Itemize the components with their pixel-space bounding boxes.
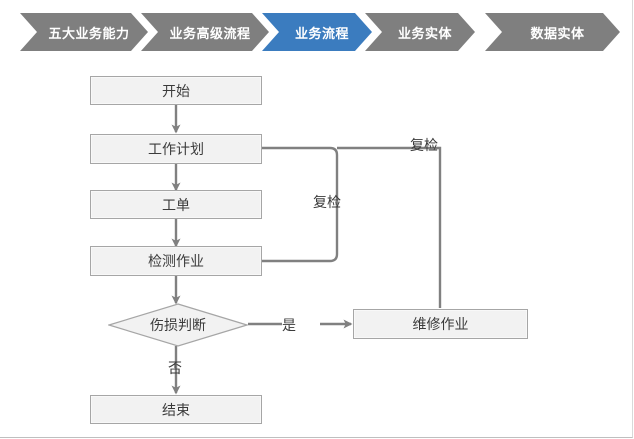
breadcrumb-item-1[interactable]: 业务高级流程 <box>141 13 269 51</box>
breadcrumb-item-label: 业务高级流程 <box>169 26 251 42</box>
breadcrumb-item-label: 五大业务能力 <box>48 26 130 42</box>
edge-label-recheck-outer: 复检 <box>410 138 438 154</box>
breadcrumb-item-label: 业务实体 <box>397 26 452 42</box>
node-label: 工作计划 <box>148 142 204 158</box>
node-label: 伤损判断 <box>150 318 206 334</box>
node-workorder[interactable]: 工单 <box>90 190 262 219</box>
node-start[interactable]: 开始 <box>90 76 262 105</box>
node-label: 结束 <box>162 402 190 419</box>
edge-recheck-inner <box>183 143 339 263</box>
node-label: 工单 <box>162 197 190 214</box>
breadcrumb-item-label: 业务流程 <box>294 26 349 42</box>
edge-recheck-outer <box>337 146 442 308</box>
breadcrumb-item-3[interactable]: 业务实体 <box>365 13 475 51</box>
node-label: 检测作业 <box>148 254 204 270</box>
node-decision[interactable]: 伤损判断 <box>108 303 248 347</box>
edge-label-yes: 是 <box>282 318 296 334</box>
breadcrumb-item-label: 数据实体 <box>530 26 585 42</box>
edge-label-recheck-inner: 复检 <box>313 195 341 211</box>
breadcrumb-item-0[interactable]: 五大业务能力 <box>20 13 148 51</box>
node-inspect[interactable]: 检测作业 <box>90 246 262 276</box>
node-label: 开始 <box>162 83 190 100</box>
edge-label-no: 否 <box>168 361 182 377</box>
node-end[interactable]: 结束 <box>90 395 262 424</box>
node-repair[interactable]: 维修作业 <box>353 309 528 339</box>
breadcrumb-item-2[interactable]: 业务流程 <box>262 13 372 51</box>
breadcrumb-item-4[interactable]: 数据实体 <box>485 13 620 51</box>
node-plan[interactable]: 工作计划 <box>90 134 262 164</box>
breadcrumb: 五大业务能力 业务高级流程 业务流程 业务实体 数据实体 <box>0 13 634 51</box>
node-label: 维修作业 <box>412 317 469 333</box>
diamond-shape <box>108 303 248 347</box>
